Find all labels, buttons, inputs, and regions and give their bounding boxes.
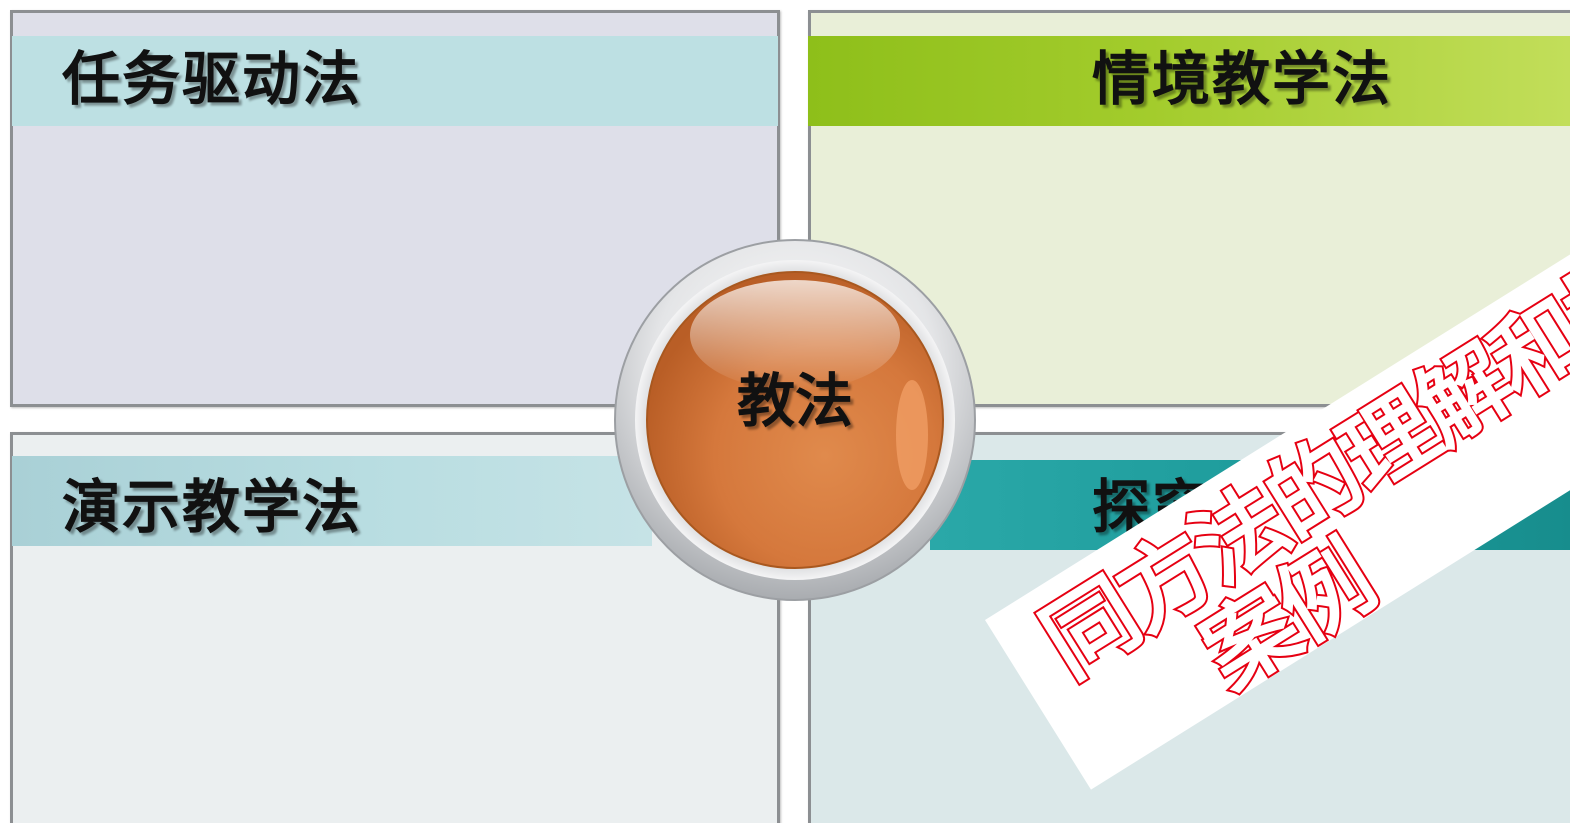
quadrant-title-demonstration: 演示教学法 <box>62 473 363 541</box>
title-band-task-driven <box>12 36 778 126</box>
hub-label: 教法 <box>736 367 853 435</box>
quadrant-title-situational: 情境教学法 <box>1092 45 1393 113</box>
title-band-situational <box>808 36 1570 126</box>
title-band-demonstration <box>12 456 652 546</box>
quadrant-title-task-driven: 任务驱动法 <box>62 45 363 113</box>
hub-circle <box>614 239 976 601</box>
